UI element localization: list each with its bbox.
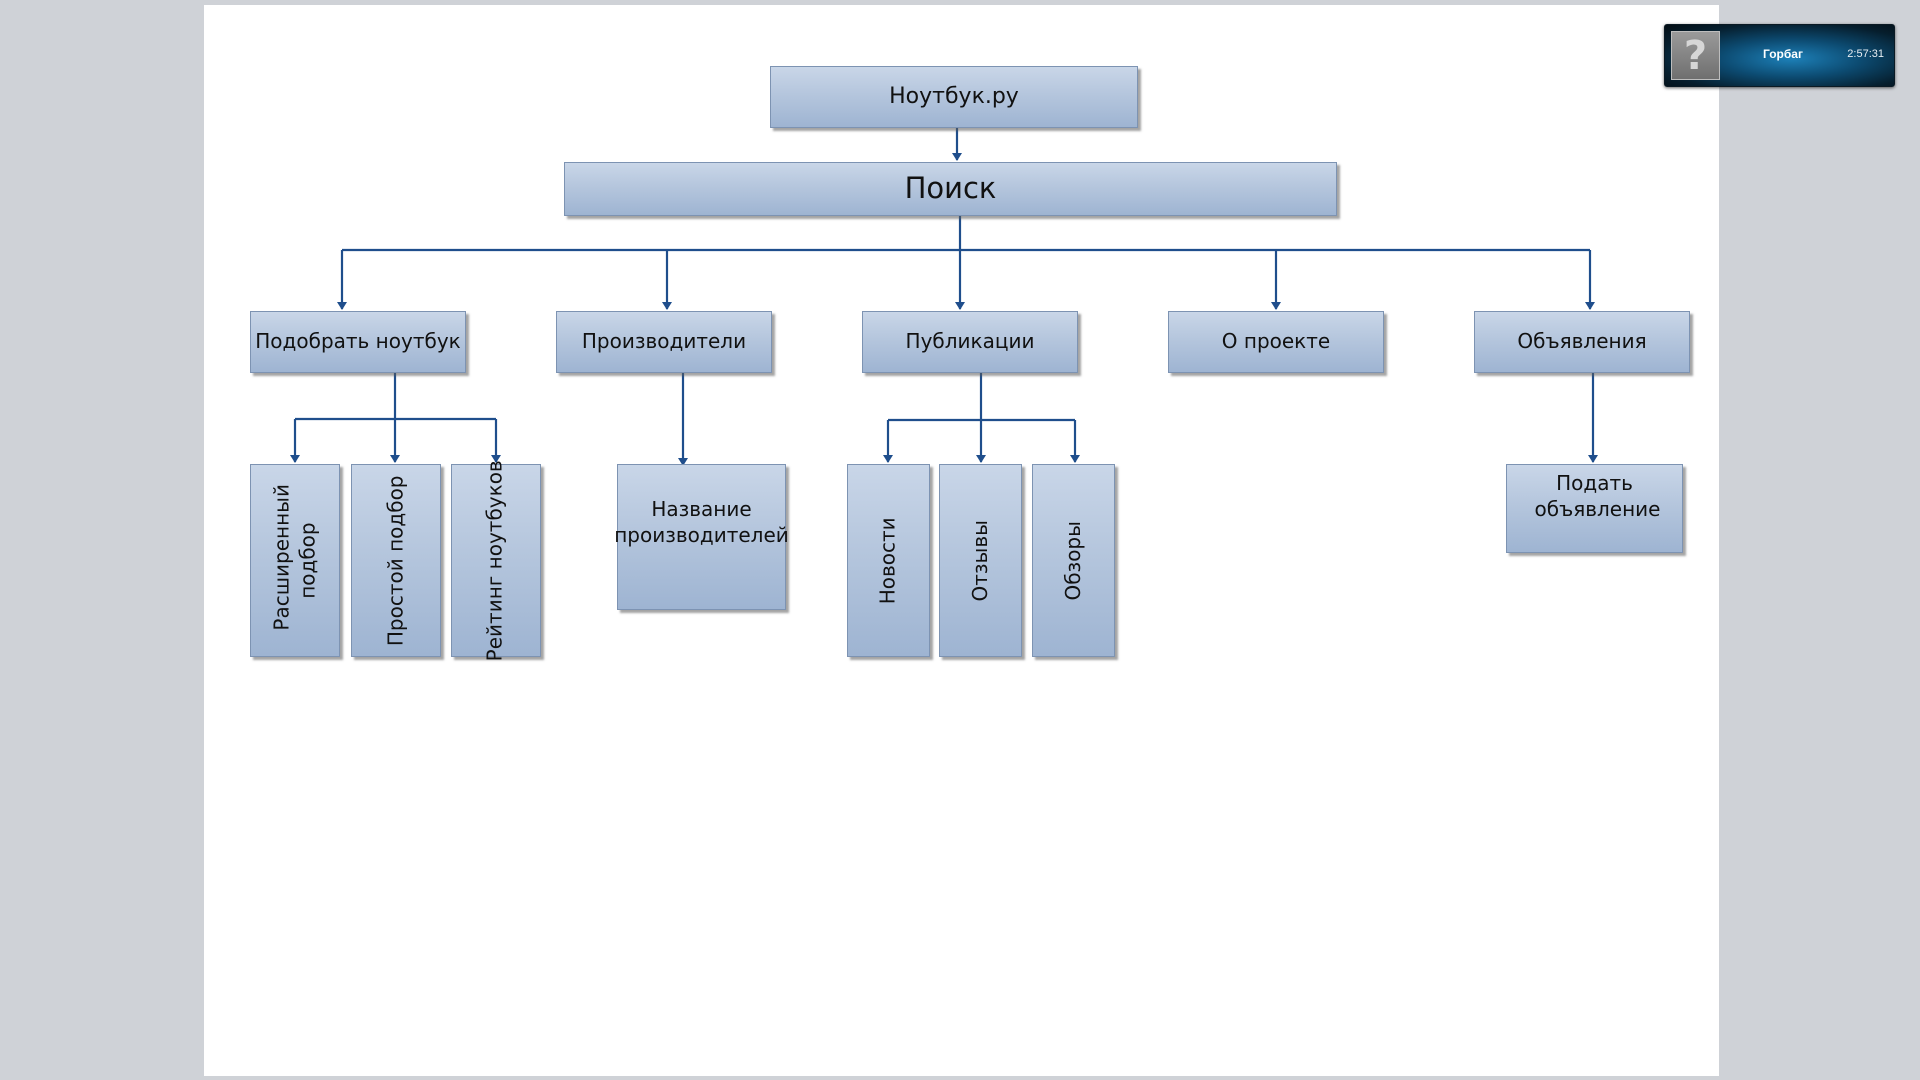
node-reviews-label: Отзывы bbox=[967, 519, 992, 602]
user-name: Горбаг bbox=[1763, 47, 1803, 61]
node-submit-ad: Подать объявление bbox=[1506, 464, 1683, 553]
node-ads-label: Объявления bbox=[1517, 329, 1647, 354]
node-pick-laptop-label: Подобрать ноутбук bbox=[255, 329, 461, 354]
node-news-label: Новости bbox=[875, 517, 900, 604]
node-manufacturers: Производители bbox=[556, 311, 772, 373]
node-publications-label: Публикации bbox=[905, 329, 1035, 354]
node-overviews: Обзоры bbox=[1032, 464, 1115, 657]
node-pick-laptop: Подобрать ноутбук bbox=[250, 311, 466, 373]
node-manufacturers-label: Производители bbox=[581, 329, 747, 354]
node-search: Поиск bbox=[564, 162, 1337, 216]
question-mark-icon: ? bbox=[1671, 31, 1720, 80]
node-about-label: О проекте bbox=[1221, 329, 1331, 354]
node-simple-pick-label: Простой подбор bbox=[383, 475, 408, 646]
node-manufacturer-names-label: Название производителей bbox=[614, 497, 789, 547]
node-overviews-label: Обзоры bbox=[1060, 520, 1085, 601]
node-laptop-rating-label: Рейтинг ноутбуков bbox=[483, 459, 508, 662]
node-reviews: Отзывы bbox=[939, 464, 1022, 657]
node-publications: Публикации bbox=[862, 311, 1078, 373]
node-about: О проекте bbox=[1168, 311, 1384, 373]
node-root: Ноутбук.ру bbox=[770, 66, 1138, 128]
node-search-label: Поиск bbox=[904, 171, 997, 206]
node-extended-pick-label: Расширенный подбор bbox=[269, 483, 319, 631]
node-news: Новости bbox=[847, 464, 930, 657]
node-simple-pick: Простой подбор bbox=[351, 464, 441, 657]
node-extended-pick: Расширенный подбор bbox=[250, 464, 340, 657]
node-submit-ad-label: Подать объявление bbox=[1534, 471, 1661, 521]
node-manufacturer-names: Название производителей bbox=[614, 464, 789, 610]
node-laptop-rating: Рейтинг ноутбуков bbox=[451, 460, 541, 661]
avatar-glyph: ? bbox=[1683, 32, 1708, 79]
session-timer: 2:57:31 bbox=[1847, 48, 1884, 60]
user-status-widget[interactable]: ? Горбаг 2:57:31 bbox=[1664, 24, 1895, 87]
node-root-label: Ноутбук.ру bbox=[889, 83, 1019, 109]
node-ads: Объявления bbox=[1474, 311, 1690, 373]
